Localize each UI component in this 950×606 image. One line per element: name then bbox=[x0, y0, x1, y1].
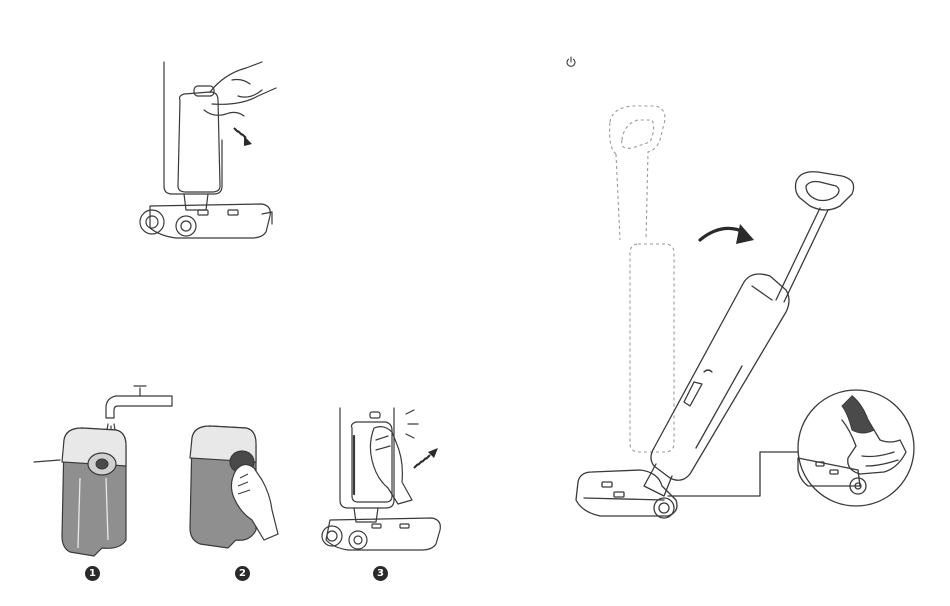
step-number-2: 2 bbox=[235, 566, 250, 581]
tank-cleaning-figure: 1 2 3 bbox=[0, 0, 475, 606]
step-number-3: 3 bbox=[373, 566, 388, 581]
rinse-tank-illustration bbox=[0, 0, 475, 606]
step-number-1: 1 bbox=[85, 566, 100, 581]
tilt-unit-illustration bbox=[475, 0, 950, 606]
tilt-unit-figure bbox=[475, 0, 950, 606]
